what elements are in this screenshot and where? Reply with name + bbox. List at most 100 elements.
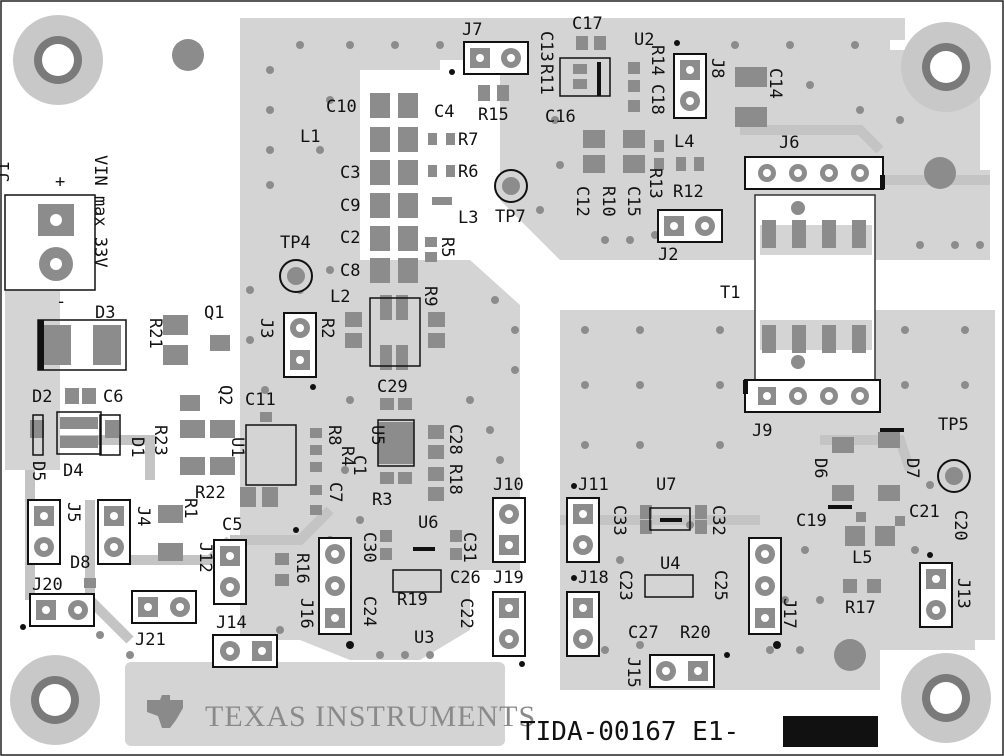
- label-r23: R23: [150, 425, 170, 456]
- test-point-tp7: [494, 169, 528, 203]
- silkscreen-marks: [20, 40, 933, 667]
- test-point-tp4: [279, 259, 313, 293]
- label-u2: U2: [634, 30, 654, 50]
- header-j17: [748, 537, 782, 635]
- label-d1: D1: [127, 437, 147, 457]
- label-c12: C12: [572, 186, 592, 217]
- header-j4: [97, 499, 131, 565]
- label-j13: J13: [953, 578, 973, 609]
- label-c28: C28: [445, 424, 465, 455]
- mounting-hole-top-left: [13, 15, 103, 105]
- label-r15: R15: [478, 105, 509, 125]
- label-j1: J1: [0, 162, 14, 182]
- label-j9: J9: [752, 421, 772, 441]
- label-j21: J21: [135, 630, 166, 650]
- label-c31: C31: [459, 532, 479, 563]
- label-j14: J14: [216, 613, 247, 633]
- smd-pads: [30, 36, 905, 593]
- label-r16: R16: [292, 553, 312, 584]
- label-r18: R18: [445, 464, 465, 495]
- label-c25: C25: [710, 570, 730, 601]
- label-j2: J2: [658, 245, 678, 265]
- header-j16: [318, 537, 352, 635]
- label-c6: C6: [103, 387, 123, 407]
- label-c29: C29: [377, 377, 408, 397]
- label-c13: C13: [536, 31, 556, 62]
- label-d6: D6: [810, 458, 830, 478]
- label-c23: C23: [615, 570, 635, 601]
- header-j10: [492, 497, 526, 563]
- label-c19: C19: [796, 511, 827, 531]
- label-r9: R9: [420, 286, 440, 306]
- label-c8: C8: [340, 261, 360, 281]
- label-u7: U7: [656, 475, 676, 495]
- label-r1: R1: [180, 498, 200, 518]
- label-j4: J4: [133, 506, 153, 526]
- label-j12: J12: [195, 542, 215, 573]
- label-j6: J6: [779, 133, 799, 153]
- mounting-hole-bottom-right: [901, 653, 991, 743]
- pin-headers: [27, 41, 953, 688]
- label-j10: J10: [493, 475, 524, 495]
- connector-j6: [744, 156, 885, 190]
- header-j2: [657, 209, 723, 243]
- ti-logo-text: TEXAS INSTRUMENTS: [205, 700, 536, 733]
- board-title: TIDA-00167 E1-: [520, 717, 739, 747]
- label-j19: J19: [493, 568, 524, 588]
- label-c2: C2: [340, 228, 360, 248]
- label-c22: C22: [456, 598, 476, 629]
- label-j8: J8: [707, 58, 727, 78]
- label-r19: R19: [397, 590, 428, 610]
- label-j5: J5: [63, 502, 83, 522]
- fiducial-top-left: [172, 39, 204, 71]
- label-c11: C11: [245, 390, 276, 410]
- fiducial-bottom-right: [834, 639, 866, 671]
- label-r22: R22: [195, 483, 226, 503]
- label-c27: C27: [628, 623, 659, 643]
- header-j8: [673, 53, 707, 119]
- label-c33: C33: [609, 505, 629, 536]
- label-r5: R5: [437, 237, 457, 257]
- header-j20: [29, 593, 95, 627]
- ti-logo-icon: [147, 695, 183, 728]
- label-j20: J20: [32, 575, 63, 595]
- label-l1: L1: [300, 127, 320, 147]
- mounting-hole-bottom-left: [10, 655, 100, 745]
- header-j15: [649, 654, 715, 688]
- label-c14: C14: [765, 68, 785, 99]
- label-l5: L5: [852, 548, 872, 568]
- label-tp5: TP5: [938, 415, 969, 435]
- label-c21: C21: [909, 502, 940, 522]
- label-r20: R20: [680, 623, 711, 643]
- label-tp4: TP4: [280, 233, 311, 253]
- ti-logo: TEXAS INSTRUMENTS: [147, 695, 536, 733]
- label-c7: C7: [325, 482, 345, 502]
- header-j18: [566, 591, 600, 657]
- label-r4: R4: [337, 446, 357, 466]
- label-c5: C5: [222, 515, 242, 535]
- header-j3: [283, 312, 317, 378]
- label-plus: +: [55, 172, 65, 192]
- label-c16: C16: [545, 107, 576, 127]
- label-c20: C20: [950, 510, 970, 541]
- header-j12: [213, 539, 247, 605]
- label-c9: C9: [340, 196, 360, 216]
- label-l3: L3: [458, 208, 478, 228]
- header-j7: [463, 41, 529, 75]
- mounting-hole-top-right: [901, 22, 991, 112]
- label-j15: J15: [623, 657, 643, 688]
- header-j19: [492, 591, 526, 657]
- header-j21: [131, 590, 197, 624]
- label-c18: C18: [647, 84, 667, 115]
- header-j14: [212, 634, 278, 668]
- test-points: [279, 169, 971, 493]
- vias: [96, 41, 984, 659]
- fiducial-right: [924, 157, 956, 189]
- label-r8: R8: [324, 425, 344, 445]
- label-d3: D3: [95, 303, 115, 323]
- label-minus: -: [56, 292, 66, 312]
- label-r3: R3: [372, 490, 392, 510]
- label-c30: C30: [359, 532, 379, 563]
- label-j16: J16: [296, 598, 316, 629]
